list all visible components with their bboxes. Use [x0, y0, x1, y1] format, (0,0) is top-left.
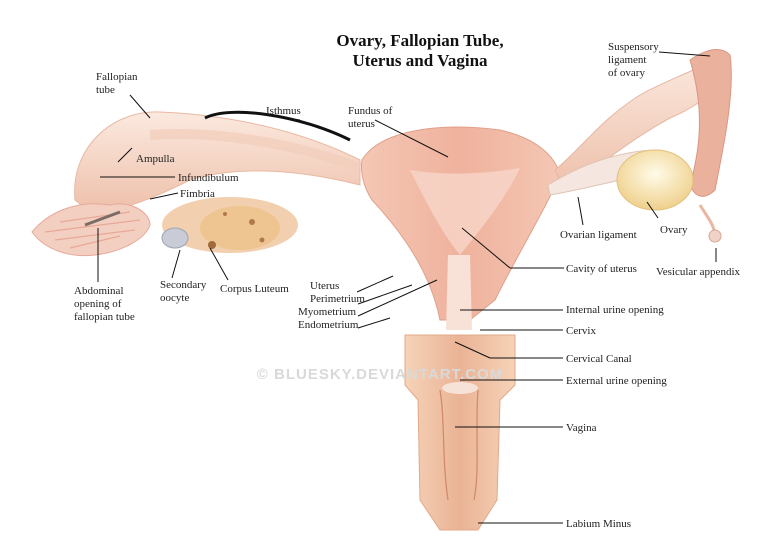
- label-fimbria: Fimbria: [180, 188, 215, 200]
- title-line-1: Ovary, Fallopian Tube,: [336, 31, 503, 50]
- label-internal-opening: Internal urine opening: [566, 304, 664, 316]
- uterus-body: [361, 127, 560, 330]
- label-vagina: Vagina: [566, 422, 597, 434]
- label-cavity: Cavity of uterus: [566, 263, 637, 275]
- label-ovary: Ovary: [660, 224, 688, 236]
- label-cervix: Cervix: [566, 325, 596, 337]
- label-vesicular-appendix: Vesicular appendix: [656, 266, 740, 278]
- label-isthmus: Isthmus: [266, 105, 301, 117]
- label-secondary-oocyte-1: Secondary: [160, 279, 207, 291]
- label-endometrium: Endometrium: [298, 319, 359, 331]
- cervix-vagina: [405, 335, 515, 530]
- label-fallopian-tube-1: Fallopian: [96, 71, 138, 83]
- label-myometrium: Myometrium: [298, 306, 356, 318]
- label-fundus-1: Fundus of: [348, 105, 393, 117]
- label-abdominal-3: fallopian tube: [74, 311, 135, 323]
- label-labium: Labium Minus: [566, 518, 631, 530]
- label-infundibulum: Infundibulum: [178, 172, 239, 184]
- label-suspensory-1: Suspensory: [608, 41, 659, 53]
- label-cervical-canal: Cervical Canal: [566, 353, 632, 365]
- label-secondary-oocyte-2: oocyte: [160, 292, 189, 304]
- left-ovary: [162, 197, 298, 253]
- label-suspensory-2: ligament: [608, 54, 647, 66]
- label-fallopian-tube-2: tube: [96, 84, 115, 96]
- label-uterus: Uterus: [310, 280, 339, 292]
- label-suspensory-3: of ovary: [608, 67, 645, 79]
- vesicular-appendix: [700, 205, 721, 242]
- title-line-2: Uterus and Vagina: [352, 51, 488, 70]
- label-ampulla: Ampulla: [136, 153, 175, 165]
- label-fundus-2: uterus: [348, 118, 375, 130]
- label-abdominal-2: opening of: [74, 298, 122, 310]
- label-corpus-luteum: Corpus Luteum: [220, 283, 289, 295]
- label-external-opening: External urine opening: [566, 375, 667, 387]
- right-ovary: [617, 150, 693, 210]
- label-ovarian-ligament: Ovarian ligament: [560, 229, 637, 241]
- fimbria: [32, 204, 150, 256]
- label-abdominal-1: Abdominal: [74, 285, 124, 297]
- label-perimetrium: Perimetrium: [310, 293, 365, 305]
